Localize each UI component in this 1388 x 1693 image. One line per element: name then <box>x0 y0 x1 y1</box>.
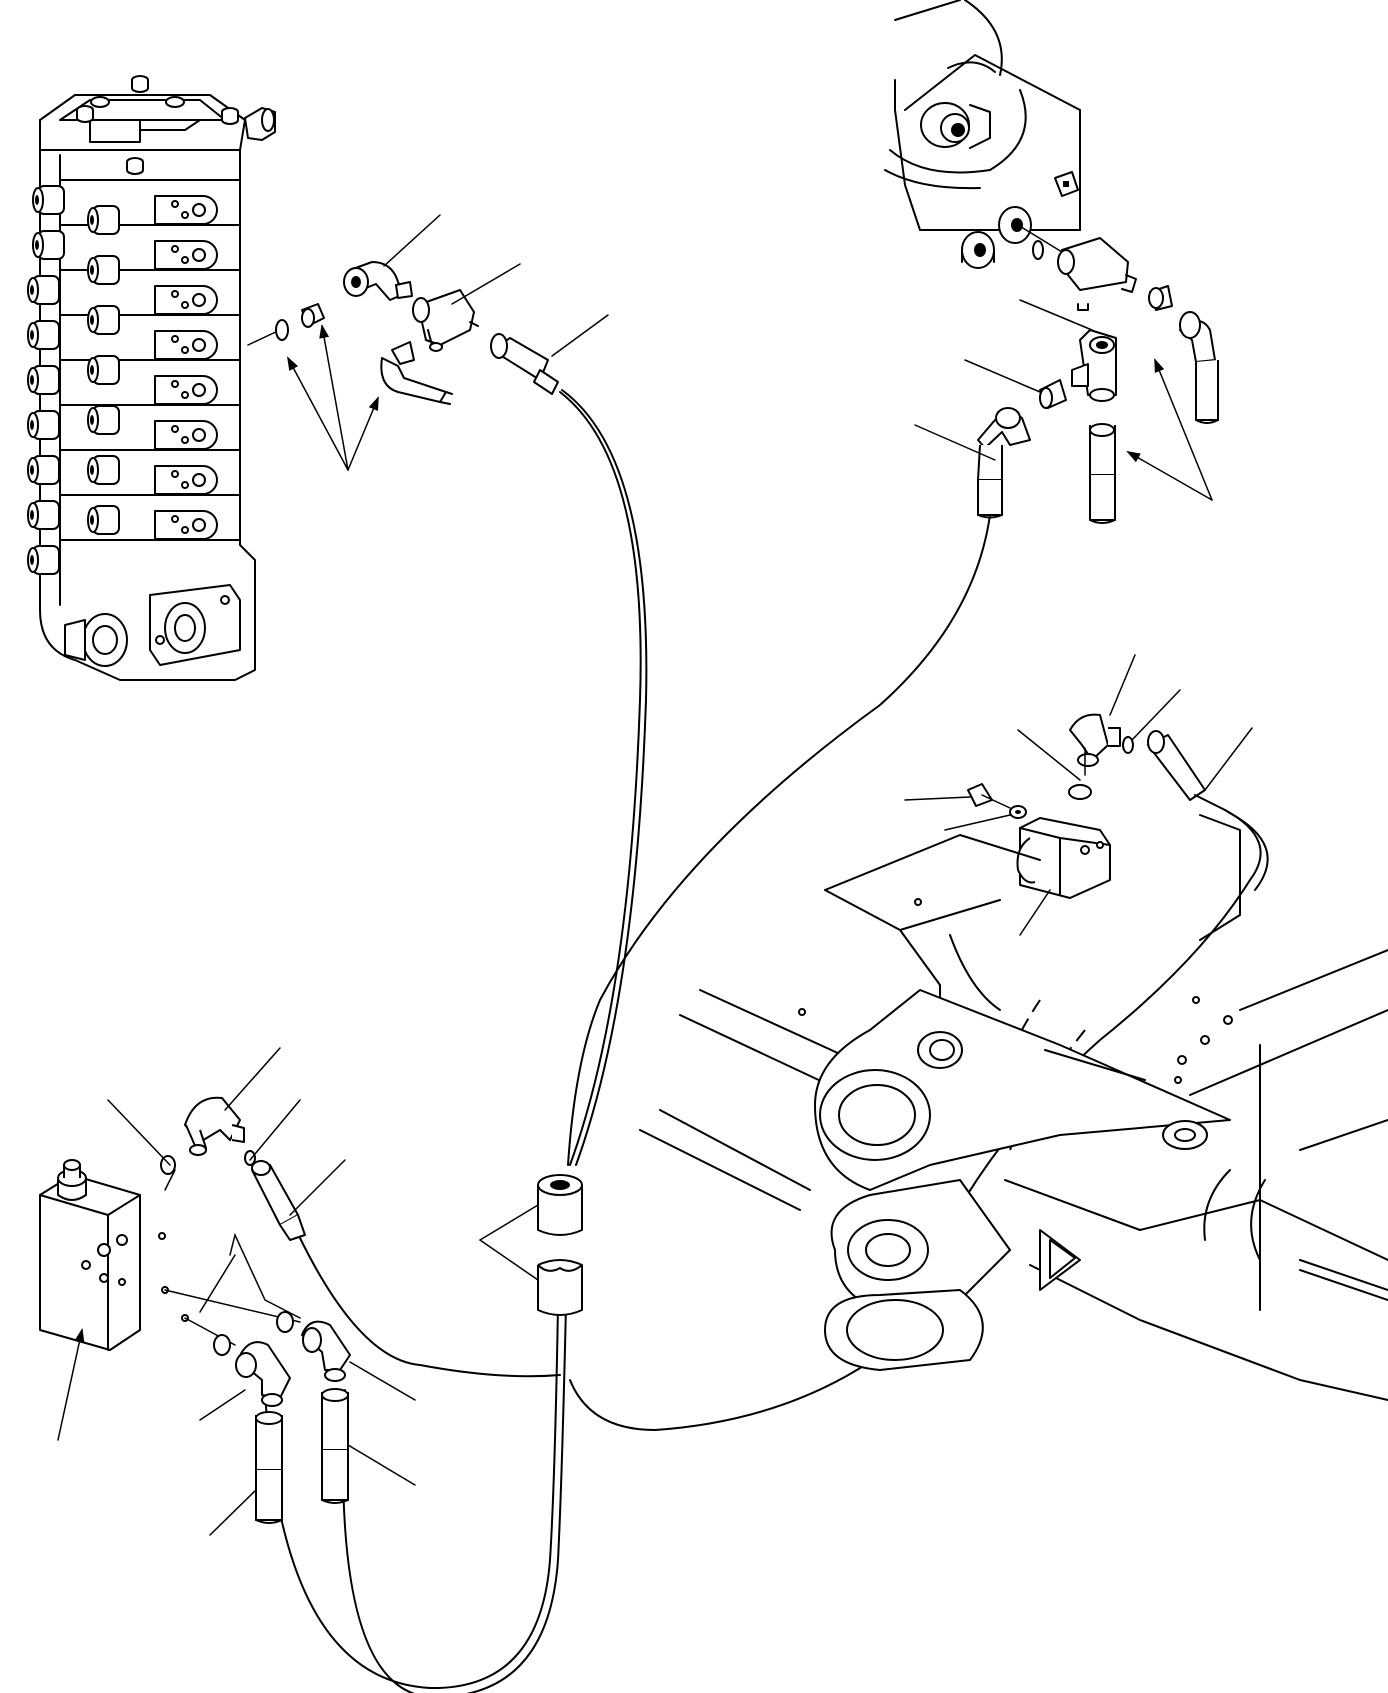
hose-end-a <box>490 333 559 395</box>
elbow-fitting-b <box>380 341 453 405</box>
tee-fitting-a <box>412 289 479 352</box>
control-valve <box>27 75 276 681</box>
solenoid-valve-assembly <box>904 654 1253 936</box>
hose-clamp-pair <box>478 1174 583 1316</box>
o-ring-a <box>275 319 289 341</box>
valve-block-lower-left <box>39 1047 416 1536</box>
fittings-cluster-upper-right <box>884 0 1219 524</box>
hydraulic-hoses <box>264 389 1269 1693</box>
elbow-fitting-a <box>343 261 413 301</box>
nipple-fitting-a <box>301 303 325 328</box>
boom-bracket <box>639 814 1388 1401</box>
fittings-cluster-upper-left <box>247 214 609 471</box>
